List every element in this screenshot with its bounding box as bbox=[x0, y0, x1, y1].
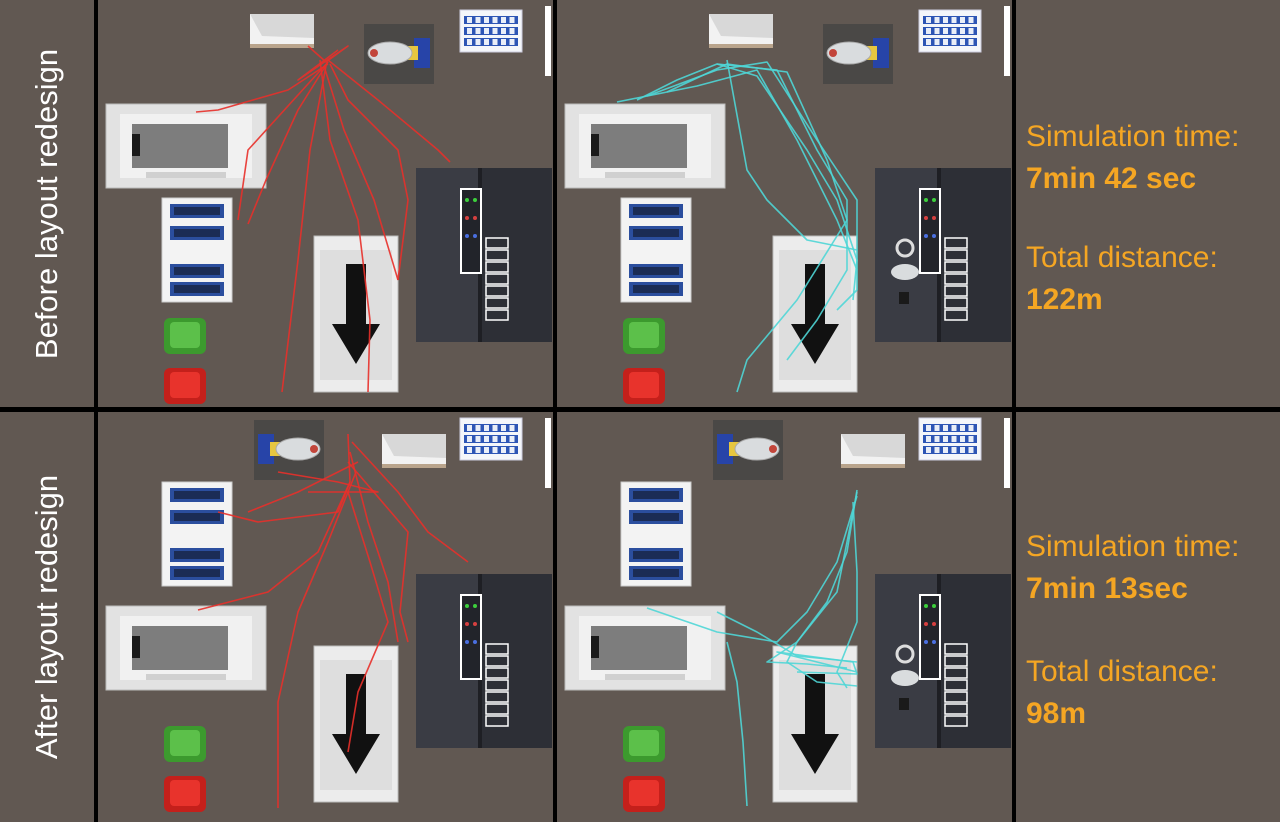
distance-value: 122m bbox=[1026, 283, 1103, 316]
white-crate bbox=[709, 14, 773, 48]
trajectory-path bbox=[726, 641, 748, 807]
trajectory-path bbox=[237, 61, 329, 221]
edge-bar bbox=[545, 418, 551, 488]
sim-time-label: Simulation time: bbox=[1026, 120, 1240, 153]
gear-icon bbox=[895, 644, 915, 664]
sim-time-value: 7min 13sec bbox=[1026, 572, 1188, 605]
gear-icon bbox=[895, 238, 915, 258]
trajectory-path bbox=[349, 451, 399, 643]
row-label-after-text: After layout redesign bbox=[29, 474, 64, 760]
trajectory-path bbox=[351, 441, 469, 563]
trajectory-path bbox=[319, 59, 371, 393]
cnc-machine bbox=[105, 605, 267, 691]
cnc-machine bbox=[564, 605, 726, 691]
edge-bar bbox=[545, 6, 551, 76]
row-label-before-text: Before layout redesign bbox=[29, 48, 64, 359]
control-buttons bbox=[623, 318, 665, 404]
trajectory-path bbox=[247, 461, 359, 513]
trajectory-path bbox=[786, 491, 858, 687]
trajectory-path bbox=[195, 63, 329, 113]
stats-after: Simulation time: 7min 13sec Total distan… bbox=[1016, 412, 1280, 822]
trajectory-path bbox=[277, 471, 379, 493]
assembly-station bbox=[416, 574, 552, 748]
robot-arm bbox=[823, 24, 893, 84]
trajectory-path bbox=[776, 651, 858, 675]
distance-value: 98m bbox=[1026, 697, 1087, 730]
scene-svg bbox=[564, 417, 1011, 812]
control-buttons bbox=[623, 726, 665, 812]
sim-time-label: Simulation time: bbox=[1026, 530, 1240, 563]
storage-shelf bbox=[161, 481, 233, 587]
parts-rack bbox=[918, 9, 982, 53]
sim-time-value: 7min 42 sec bbox=[1026, 162, 1197, 195]
trajectory-path bbox=[766, 489, 858, 669]
robot-arm bbox=[364, 24, 434, 84]
conveyor-belt bbox=[772, 645, 858, 803]
trajectory-path bbox=[646, 495, 858, 643]
assembly-station bbox=[875, 168, 1011, 342]
white-crate bbox=[382, 434, 446, 468]
trajectory-path bbox=[646, 61, 858, 311]
parts-rack bbox=[459, 9, 523, 53]
edge-bar bbox=[1004, 6, 1010, 76]
trajectory-path bbox=[247, 61, 329, 225]
scene-svg bbox=[105, 6, 552, 404]
trajectory-path bbox=[327, 59, 451, 163]
trajectory-path bbox=[329, 63, 409, 281]
trajectory-path bbox=[323, 65, 399, 281]
cnc-machine bbox=[105, 103, 267, 189]
stats-before: Simulation time: 7min 42 sec Total dista… bbox=[1016, 0, 1280, 407]
trajectory-path bbox=[836, 501, 858, 689]
white-crate bbox=[841, 434, 905, 468]
parts-rack bbox=[459, 417, 523, 461]
storage-shelf bbox=[620, 481, 692, 587]
control-buttons bbox=[164, 726, 206, 812]
control-buttons bbox=[164, 318, 206, 404]
trajectory-path bbox=[197, 481, 351, 611]
storage-shelf bbox=[620, 197, 692, 303]
trajectory-path bbox=[616, 69, 858, 271]
conveyor-belt bbox=[313, 645, 399, 803]
conveyor-belt bbox=[313, 235, 399, 393]
row-label-after: After layout redesign bbox=[0, 412, 94, 822]
assembly-station bbox=[416, 168, 552, 342]
trajectory-path bbox=[726, 59, 858, 251]
scene-svg bbox=[564, 6, 1011, 404]
trajectory-path bbox=[297, 45, 349, 81]
sim-after-path-cyan bbox=[557, 412, 1012, 822]
storage-shelf bbox=[161, 197, 233, 303]
parts-rack bbox=[918, 417, 982, 461]
sim-after-path-red bbox=[98, 412, 553, 822]
trajectory-path bbox=[347, 461, 409, 643]
sim-before-path-red bbox=[98, 0, 553, 407]
robot-arm bbox=[713, 420, 783, 480]
trajectory-path bbox=[716, 63, 848, 361]
conveyor-belt bbox=[772, 235, 858, 393]
robot-arm bbox=[254, 420, 324, 480]
edge-bar bbox=[1004, 418, 1010, 488]
row-label-before: Before layout redesign bbox=[0, 0, 94, 407]
distance-label: Total distance: bbox=[1026, 241, 1218, 274]
trajectory-path bbox=[347, 491, 389, 753]
sim-before-path-cyan bbox=[557, 0, 1012, 407]
scene-svg bbox=[105, 417, 552, 812]
trajectory-path bbox=[277, 471, 357, 808]
cnc-machine bbox=[564, 103, 726, 189]
assembly-station bbox=[875, 574, 1011, 748]
distance-label: Total distance: bbox=[1026, 655, 1218, 688]
white-crate bbox=[250, 14, 314, 48]
trajectory-path bbox=[281, 65, 327, 393]
